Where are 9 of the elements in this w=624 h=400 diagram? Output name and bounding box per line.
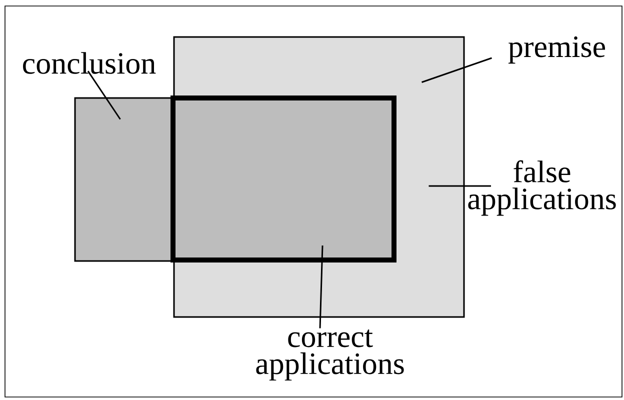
leader-line [428, 185, 491, 187]
label-text: correct applications [256, 329, 404, 381]
label-text: premise [508, 36, 605, 64]
label-text: false applications [468, 160, 616, 216]
leader-line [319, 245, 324, 328]
leader-line [422, 57, 492, 83]
label-text: conclusion [23, 52, 156, 74]
leader-line [87, 70, 121, 120]
conclusion-region [74, 97, 173, 262]
